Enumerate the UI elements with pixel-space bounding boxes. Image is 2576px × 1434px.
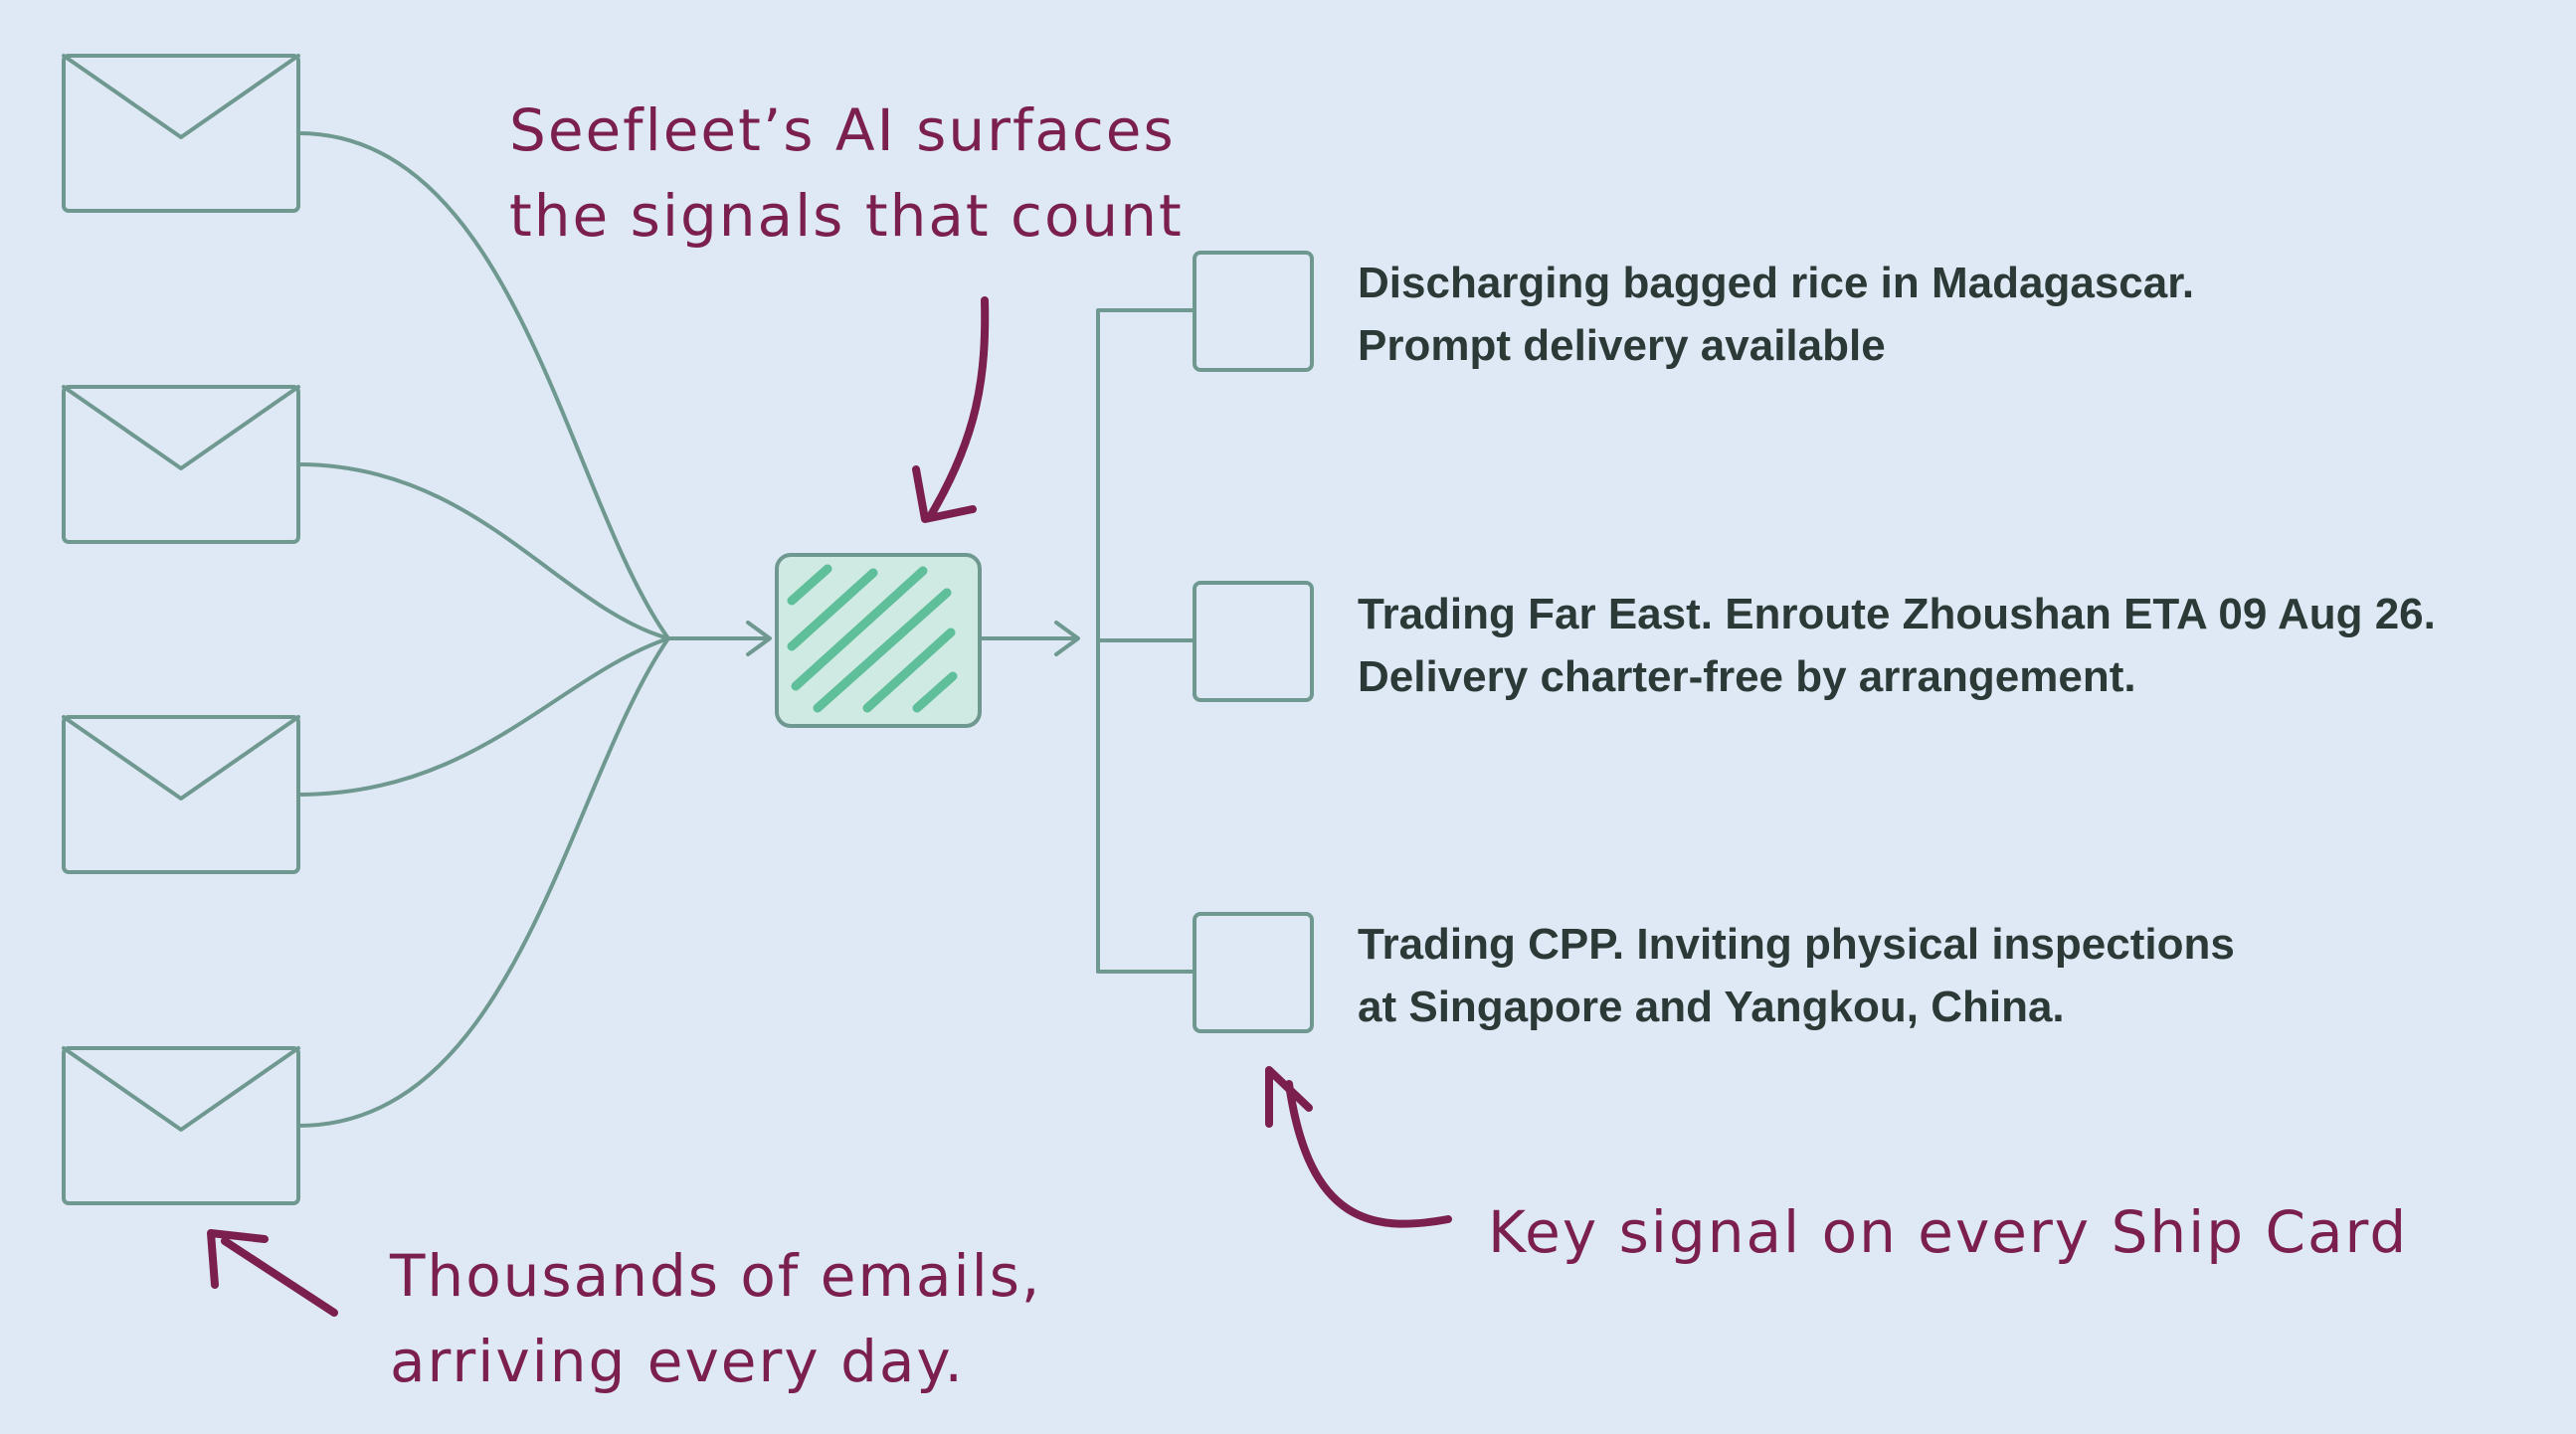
ai-annotation-line-1: Seefleet’s AI surfaces bbox=[509, 96, 1176, 164]
signal-1-line-1: Discharging bagged rice in Madagascar. bbox=[1358, 259, 2195, 307]
email-flow-line bbox=[296, 462, 670, 640]
signal-2-line-2: Delivery charter-free by arrangement. bbox=[1358, 652, 2136, 701]
ship-card-annotation: Key signal on every Ship Card bbox=[1488, 1198, 2409, 1266]
email-envelope-icon bbox=[62, 54, 300, 213]
ship-card-square-icon bbox=[1193, 251, 1314, 372]
emails-annotation-arrow bbox=[207, 1229, 338, 1317]
ai-annotation-line-2: the signals that count bbox=[509, 182, 1184, 250]
emails-annotation-line-1: Thousands of emails, bbox=[390, 1242, 1042, 1310]
emails-annotation-line-2: arriving every day. bbox=[390, 1328, 965, 1395]
ai-annotation-arrow bbox=[912, 296, 990, 523]
ship-card-square-icon bbox=[1193, 581, 1314, 702]
email-envelope-icon bbox=[62, 1046, 300, 1205]
flow-arrowhead bbox=[1054, 621, 1080, 656]
ship-card-square-icon bbox=[1193, 912, 1314, 1033]
signal-1-line-2: Prompt delivery available bbox=[1358, 321, 1886, 370]
email-flow-line bbox=[296, 636, 670, 797]
email-flow-line bbox=[296, 636, 670, 1128]
signal-3-line-2: at Singapore and Yangkou, China. bbox=[1358, 983, 2065, 1031]
flow-arrowhead bbox=[746, 621, 772, 656]
email-flow-line bbox=[296, 131, 670, 640]
email-envelope-icon bbox=[62, 385, 300, 544]
signal-3-line-1: Trading CPP. Inviting physical inspectio… bbox=[1358, 920, 2235, 969]
email-envelope-icon bbox=[62, 715, 300, 874]
ship-card-annotation-arrow bbox=[1265, 1066, 1452, 1228]
ai-filter-hatched-box-icon bbox=[775, 553, 982, 728]
signal-2-line-1: Trading Far East. Enroute Zhoushan ETA 0… bbox=[1358, 590, 2436, 638]
